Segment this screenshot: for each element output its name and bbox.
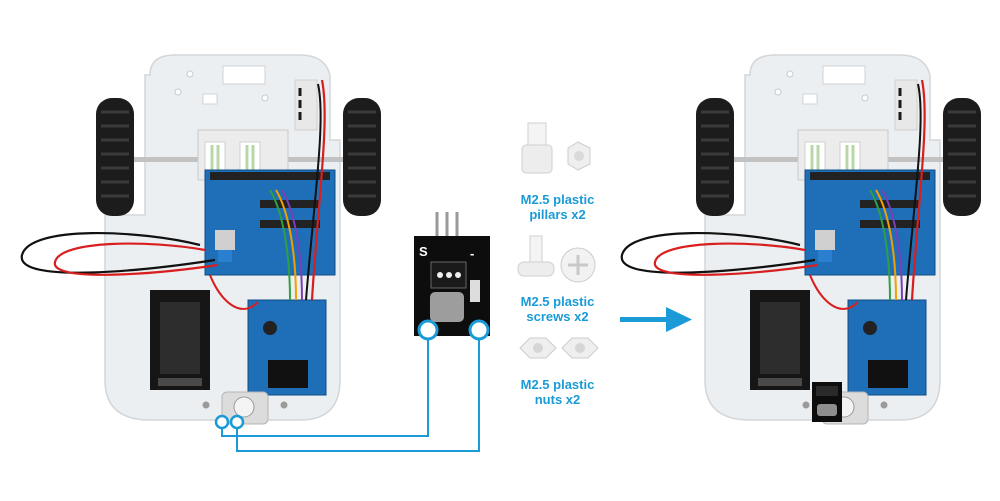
car-chassis-right (620, 53, 983, 426)
mount-hole-left (417, 319, 439, 341)
ir-sensor-module: S - (414, 212, 490, 341)
pin-mark-ground: - (470, 246, 474, 261)
callout-line-left (221, 339, 429, 437)
pillar-icon (521, 122, 591, 174)
pillars-label: M2.5 plastic pillars x2 (520, 192, 595, 222)
target-hole-left (214, 414, 230, 430)
mount-hole-right (468, 319, 490, 341)
installed-ir-module (812, 382, 842, 422)
nut-icon (519, 337, 599, 359)
callout-line-right (236, 339, 480, 452)
arrow-right-icon (620, 307, 692, 332)
car-chassis-left (20, 53, 383, 426)
pin-mark-signal: S (419, 244, 428, 259)
screw-icon (517, 235, 596, 283)
target-hole-right (229, 414, 245, 430)
nuts-label: M2.5 plastic nuts x2 (520, 377, 595, 407)
screws-label: M2.5 plastic screws x2 (520, 294, 595, 324)
